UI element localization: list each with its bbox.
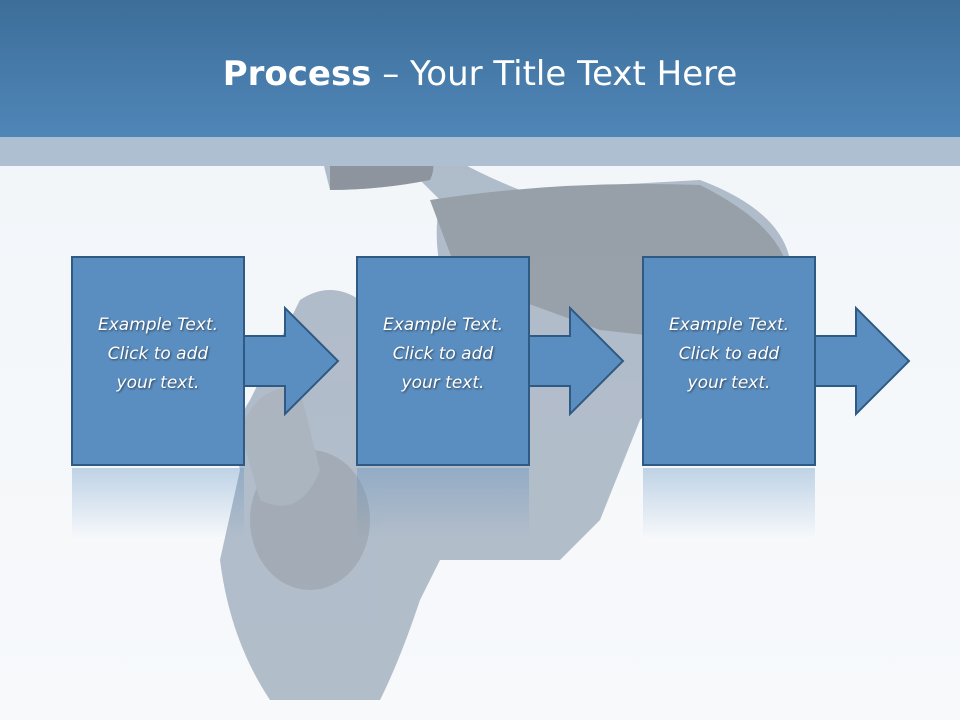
reflection-2	[357, 468, 529, 538]
step-line-1: Example Text.	[97, 315, 219, 335]
slide-title: Process – Your Title Text Here	[0, 52, 960, 96]
process-step-3-text[interactable]: Example Text. Click to add your text.	[643, 311, 815, 398]
process-box-2	[356, 256, 530, 466]
title-strip	[0, 137, 960, 166]
title-bar	[0, 0, 960, 137]
process-step-2-text[interactable]: Example Text. Click to add your text.	[357, 311, 529, 398]
reflection-1	[72, 468, 244, 538]
step-line-2: Click to add	[392, 344, 494, 364]
process-box-3	[642, 256, 816, 466]
step-line-3: your text.	[687, 373, 771, 393]
process-step-1-text[interactable]: Example Text. Click to add your text.	[72, 311, 244, 398]
title-bold: Process	[222, 54, 372, 94]
step-line-2: Click to add	[678, 344, 780, 364]
step-line-2: Click to add	[107, 344, 209, 364]
process-step-1[interactable]	[71, 256, 340, 466]
step-line-3: your text.	[116, 373, 200, 393]
reflection-3	[643, 468, 815, 538]
step-line-1: Example Text.	[668, 315, 790, 335]
right-arrow-icon	[243, 305, 340, 417]
process-step-2[interactable]	[356, 256, 625, 466]
process-box-1	[71, 256, 245, 466]
step-line-1: Example Text.	[382, 315, 504, 335]
step-line-3: your text.	[401, 373, 485, 393]
process-step-3[interactable]	[642, 256, 911, 466]
right-arrow-icon	[814, 305, 911, 417]
right-arrow-icon	[528, 305, 625, 417]
title-rest: – Your Title Text Here	[371, 54, 738, 94]
